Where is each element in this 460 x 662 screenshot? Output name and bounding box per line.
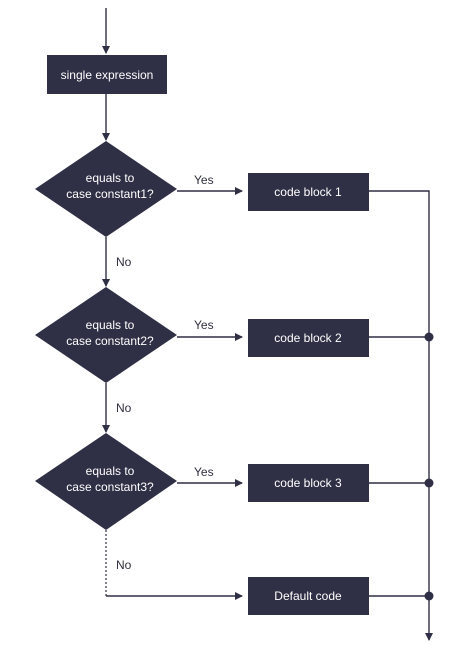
default-code-node: [248, 577, 369, 615]
decision2-label: equals to case constant2?: [66, 318, 154, 348]
code-block-1-label: code block 1: [274, 185, 342, 199]
decision3-diamond: [35, 433, 177, 530]
yes3-label: Yes: [194, 465, 214, 479]
decision2-diamond: [35, 287, 177, 383]
code-block-3-node: [248, 464, 369, 502]
decision1-label: equals to case constant1?: [66, 171, 154, 201]
start-node: [47, 55, 167, 94]
no2-label: No: [116, 401, 132, 415]
no3-label: No: [116, 558, 132, 572]
default-code-label: Default code: [274, 589, 342, 603]
yes2-label: Yes: [194, 318, 214, 332]
code-block-3-label: code block 3: [274, 476, 342, 490]
code-block-2-label: code block 2: [274, 331, 342, 345]
yes1-label: Yes: [194, 173, 214, 187]
code-block-2-node: [248, 319, 369, 357]
no1-label: No: [116, 255, 132, 269]
junction-dot-3: [424, 478, 434, 488]
start-node-label: single expression: [60, 68, 154, 82]
code-block-1-node: [248, 173, 369, 211]
decision1-diamond: [35, 141, 177, 237]
junction-dot-2: [424, 332, 434, 342]
junction-dot-default: [424, 591, 434, 601]
block1-merge-line: [369, 190, 433, 641]
decision3-label: equals to case constant3?: [66, 464, 154, 494]
